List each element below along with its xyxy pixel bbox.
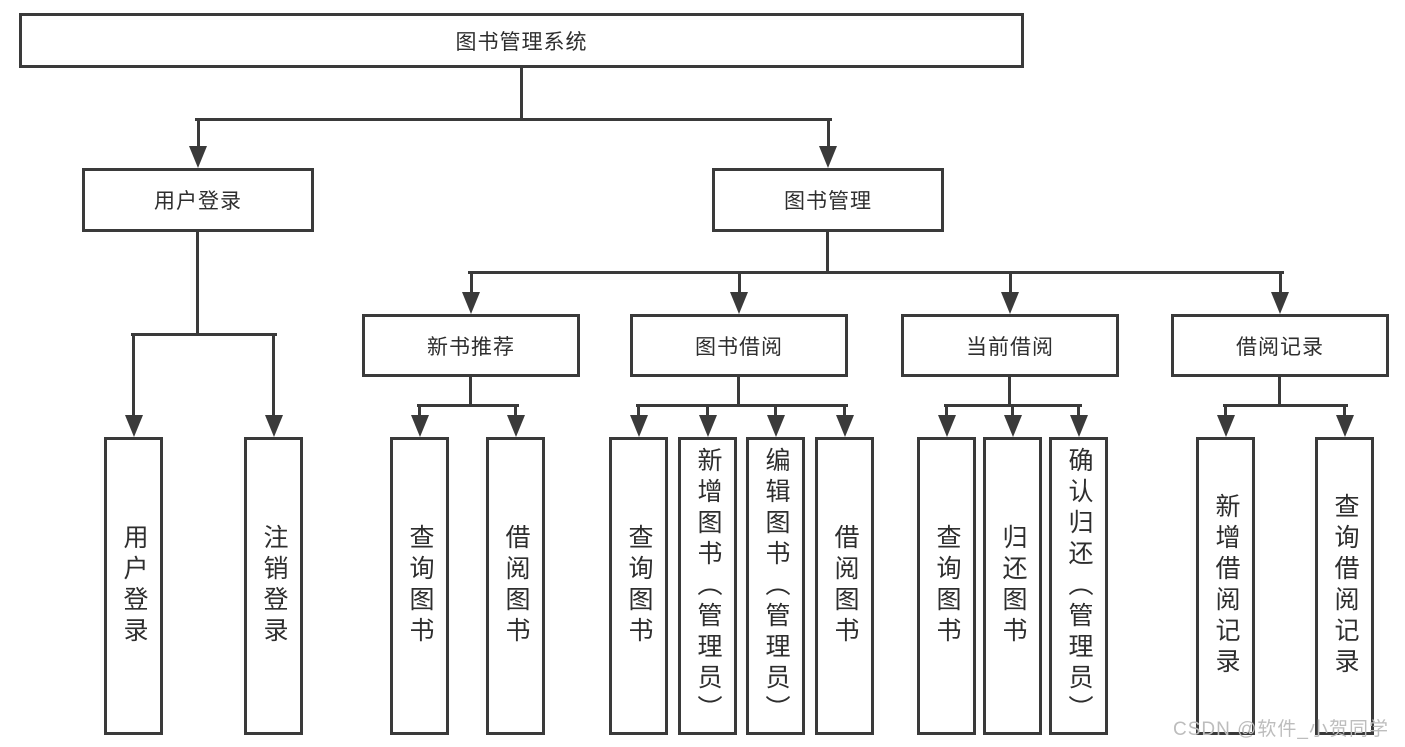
arrow-down-icon <box>819 146 837 168</box>
node-book-borrowing: 图书借阅 <box>630 314 848 377</box>
leaf-label: 新增图书（管理员） <box>694 446 722 726</box>
connector-bar <box>194 118 832 121</box>
connector-stem <box>468 377 472 407</box>
connector-drop <box>637 407 640 421</box>
arrow-down-icon <box>835 415 854 437</box>
arrow-down-icon <box>1335 415 1354 437</box>
node-label: 当前借阅 <box>966 335 1054 359</box>
connector-drop <box>196 121 200 152</box>
connector-drop <box>132 336 135 421</box>
connector-drop <box>514 407 517 421</box>
leaf-label: 查询借阅记录 <box>1331 493 1359 679</box>
connector-drop <box>1077 407 1080 421</box>
arrow-down-icon <box>730 292 748 314</box>
leaf-borrow-book-2: 借阅图书 <box>815 437 874 735</box>
connector-bar <box>130 333 277 336</box>
connector-drop <box>1278 274 1282 298</box>
connector-bar <box>635 404 848 407</box>
connector-stem <box>195 232 199 336</box>
connector-bar <box>943 404 1082 407</box>
leaf-add-borrow-record: 新增借阅记录 <box>1196 437 1255 735</box>
leaf-confirm-return-admin: 确认归还（管理员） <box>1049 437 1108 735</box>
node-label: 用户登录 <box>154 190 242 213</box>
connector-drop <box>469 274 473 298</box>
arrow-down-icon <box>124 415 143 437</box>
connector-drop <box>945 407 948 421</box>
connector-drop <box>1224 407 1227 421</box>
node-current-borrowing: 当前借阅 <box>901 314 1119 377</box>
connector-stem <box>519 68 523 121</box>
arrow-down-icon <box>766 415 785 437</box>
connector-drop <box>706 407 709 421</box>
connector-bar <box>467 271 1284 274</box>
arrow-down-icon <box>1003 415 1022 437</box>
connector-drop <box>418 407 421 421</box>
connector-bar <box>416 404 519 407</box>
leaf-borrow-book-1: 借阅图书 <box>486 437 545 735</box>
leaf-label: 新增借阅记录 <box>1212 493 1240 679</box>
node-borrowing-records: 借阅记录 <box>1171 314 1389 377</box>
leaf-label: 确认归还（管理员） <box>1065 446 1093 726</box>
arrow-down-icon <box>264 415 283 437</box>
connector-drop <box>826 121 830 152</box>
connector-stem <box>1277 377 1281 407</box>
arrow-down-icon <box>698 415 717 437</box>
node-book-management: 图书管理 <box>712 168 944 232</box>
leaf-label: 借阅图书 <box>831 524 859 648</box>
csdn-watermark: CSDN @软件_小贺同学 <box>1173 719 1389 740</box>
leaf-label: 用户登录 <box>120 524 148 648</box>
leaf-query-book-3: 查询图书 <box>917 437 976 735</box>
arrow-down-icon <box>1001 292 1019 314</box>
leaf-edit-book-admin: 编辑图书（管理员） <box>746 437 805 735</box>
connector-drop <box>1343 407 1346 421</box>
arrow-down-icon <box>506 415 525 437</box>
leaf-logout: 注销登录 <box>244 437 303 735</box>
node-library-management-system: 图书管理系统 <box>19 13 1024 68</box>
leaf-label: 归还图书 <box>999 524 1027 648</box>
connector-stem <box>1007 377 1011 407</box>
node-new-book-recommendation: 新书推荐 <box>362 314 580 377</box>
node-label: 新书推荐 <box>427 335 515 359</box>
connector-drop <box>1011 407 1014 421</box>
leaf-user-login: 用户登录 <box>104 437 163 735</box>
arrow-down-icon <box>629 415 648 437</box>
node-label: 图书管理 <box>784 190 872 213</box>
leaf-label: 注销登录 <box>260 524 288 648</box>
connector-stem <box>825 232 829 274</box>
connector-drop <box>737 274 741 298</box>
arrow-down-icon <box>189 146 207 168</box>
arrow-down-icon <box>462 292 480 314</box>
connector-drop <box>1008 274 1012 298</box>
arrow-down-icon <box>937 415 956 437</box>
leaf-return-book: 归还图书 <box>983 437 1042 735</box>
leaf-label: 查询图书 <box>406 524 434 648</box>
connector-drop <box>774 407 777 421</box>
connector-drop <box>272 336 275 421</box>
leaf-query-borrow-record: 查询借阅记录 <box>1315 437 1374 735</box>
arrow-down-icon <box>1069 415 1088 437</box>
leaf-label: 查询图书 <box>933 524 961 648</box>
leaf-add-book-admin: 新增图书（管理员） <box>678 437 737 735</box>
connector-bar <box>1222 404 1348 407</box>
leaf-label: 查询图书 <box>625 524 653 648</box>
leaf-label: 借阅图书 <box>502 524 530 648</box>
connector-drop <box>843 407 846 421</box>
leaf-query-book-2: 查询图书 <box>609 437 668 735</box>
arrow-down-icon <box>1216 415 1235 437</box>
leaf-label: 编辑图书（管理员） <box>762 446 790 726</box>
arrow-down-icon <box>410 415 429 437</box>
connector-stem <box>736 377 740 407</box>
node-label: 借阅记录 <box>1236 335 1324 359</box>
arrow-down-icon <box>1271 292 1289 314</box>
node-label: 图书借阅 <box>695 335 783 359</box>
leaf-query-book-1: 查询图书 <box>390 437 449 735</box>
node-label: 图书管理系统 <box>455 30 588 54</box>
node-user-login: 用户登录 <box>82 168 314 232</box>
